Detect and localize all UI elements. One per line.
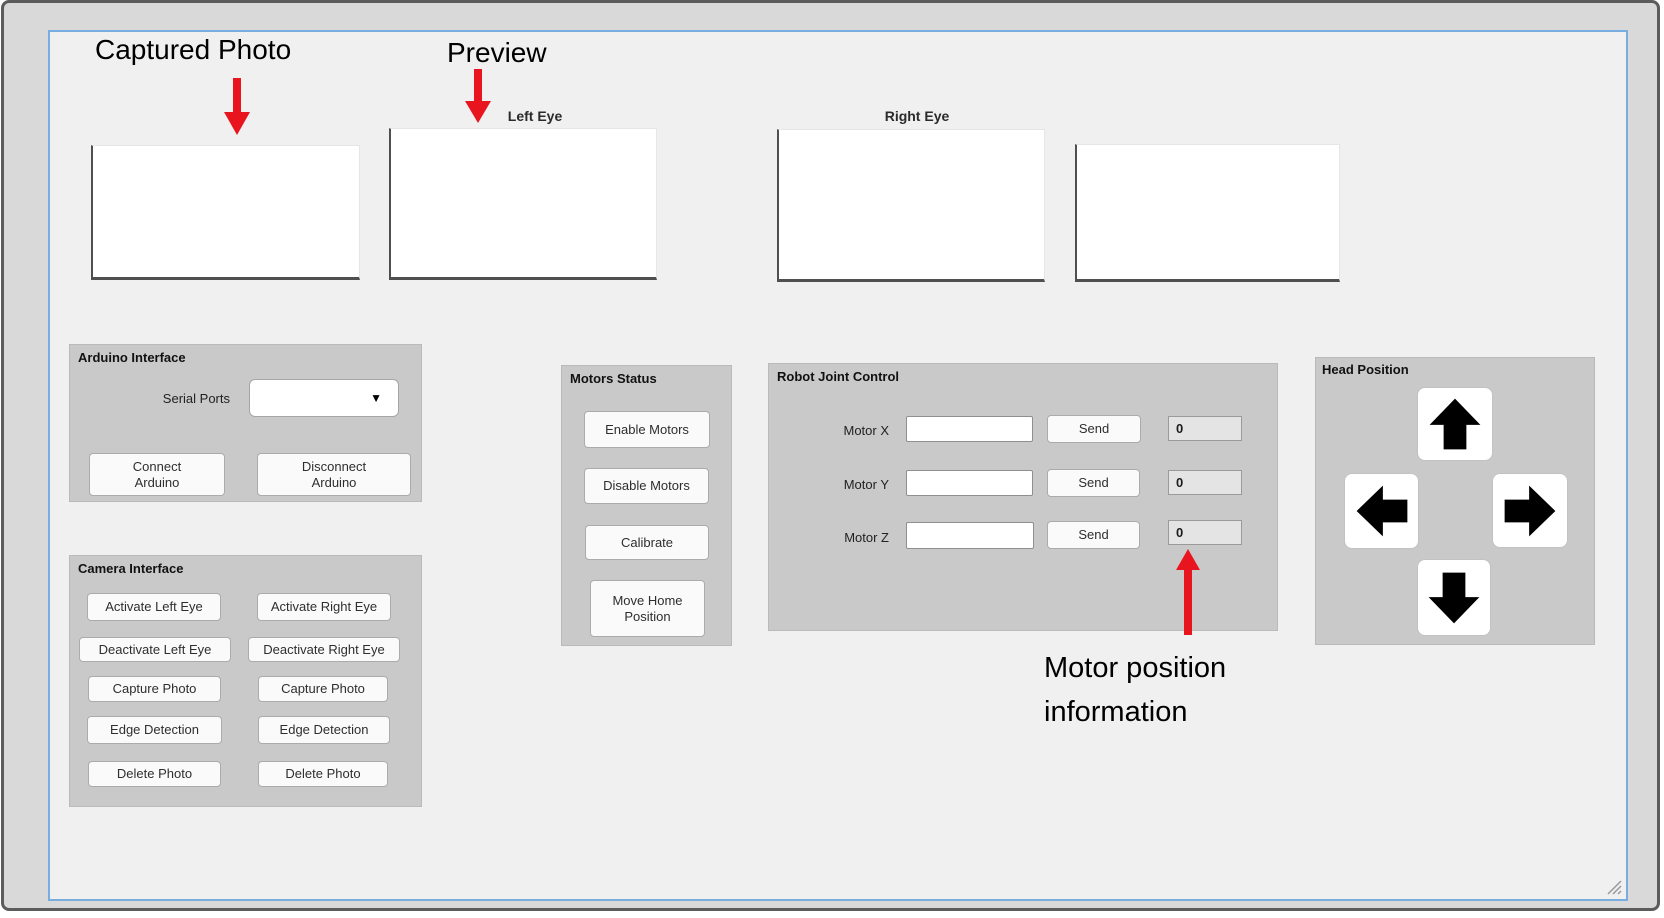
enable-motors-button[interactable]: Enable Motors — [584, 411, 710, 448]
connect-arduino-button[interactable]: Connect Arduino — [89, 453, 225, 496]
activate-right-eye-button[interactable]: Activate Right Eye — [257, 593, 391, 621]
serial-ports-label: Serial Ports — [162, 391, 230, 406]
app-window: Captured Photo Preview Left Eye Right Ey… — [48, 30, 1628, 901]
deactivate-right-eye-button[interactable]: Deactivate Right Eye — [248, 637, 400, 662]
activate-left-eye-button[interactable]: Activate Left Eye — [87, 593, 221, 621]
motor-y-send-button[interactable]: Send — [1047, 469, 1140, 497]
red-arrow-down-icon — [465, 69, 491, 123]
deactivate-left-eye-button[interactable]: Deactivate Left Eye — [79, 637, 231, 662]
dropdown-arrow-icon: ▼ — [370, 391, 382, 405]
motor-z-label: Motor Z — [844, 530, 889, 545]
delete-photo-right-button[interactable]: Delete Photo — [258, 761, 388, 787]
capture-photo-left-button[interactable]: Capture Photo — [88, 676, 221, 702]
down-arrow-icon — [1428, 572, 1480, 623]
head-position-title: Head Position — [1322, 362, 1409, 377]
motors-status-panel: Motors Status Enable Motors Disable Moto… — [561, 365, 732, 646]
camera-interface-title: Camera Interface — [78, 561, 184, 576]
right-arrow-icon — [1504, 485, 1556, 536]
disconnect-arduino-button[interactable]: Disconnect Arduino — [257, 453, 411, 496]
motor-x-input[interactable] — [906, 416, 1033, 442]
red-arrow-up-icon — [1176, 549, 1200, 635]
head-position-panel: Head Position — [1315, 357, 1595, 645]
calibrate-button[interactable]: Calibrate — [585, 525, 709, 560]
head-right-button[interactable] — [1492, 473, 1568, 548]
right-eye-label: Right Eye — [884, 108, 950, 124]
left-eye-label: Left Eye — [507, 108, 563, 124]
disable-motors-button[interactable]: Disable Motors — [584, 468, 709, 504]
serial-ports-dropdown[interactable]: ▼ — [249, 379, 399, 417]
red-arrow-down-icon — [224, 78, 250, 135]
arduino-interface-panel: Arduino Interface Serial Ports ▼ Connect… — [69, 344, 422, 502]
motor-x-label: Motor X — [843, 423, 889, 438]
robot-joint-control-title: Robot Joint Control — [777, 369, 900, 384]
motors-status-title: Motors Status — [570, 371, 657, 386]
motor-z-position-readout: 0 — [1168, 520, 1242, 545]
annotation-captured-photo: Captured Photo — [95, 34, 292, 65]
right-eye-preview-axes — [777, 129, 1045, 282]
motor-z-input[interactable] — [906, 522, 1034, 549]
motor-x-send-button[interactable]: Send — [1047, 415, 1141, 443]
capture-photo-right-button[interactable]: Capture Photo — [258, 676, 388, 702]
edge-detection-left-button[interactable]: Edge Detection — [87, 716, 222, 744]
edge-detection-right-button[interactable]: Edge Detection — [258, 716, 390, 744]
annotation-motor-position-info: Motor position information — [1044, 652, 1227, 728]
motor-y-input[interactable] — [906, 470, 1033, 496]
delete-photo-left-button[interactable]: Delete Photo — [88, 761, 221, 787]
window-resize-grip[interactable] — [1604, 877, 1622, 895]
motor-y-label: Motor Y — [843, 477, 889, 492]
motor-x-position-readout: 0 — [1168, 416, 1242, 441]
move-home-position-button[interactable]: Move Home Position — [590, 580, 705, 637]
captured-photo-axes — [91, 145, 360, 280]
annotation-preview: Preview — [447, 37, 547, 68]
robot-joint-control-panel: Robot Joint Control Motor X Send 0 Motor… — [768, 363, 1278, 631]
camera-interface-panel: Camera Interface Activate Left Eye Activ… — [69, 555, 422, 807]
motor-z-send-button[interactable]: Send — [1047, 521, 1140, 549]
left-eye-preview-axes — [389, 128, 657, 280]
head-left-button[interactable] — [1344, 473, 1419, 549]
left-arrow-icon — [1356, 485, 1407, 537]
up-arrow-icon — [1429, 398, 1481, 450]
head-up-button[interactable] — [1417, 387, 1493, 461]
right-captured-photo-axes — [1075, 144, 1340, 282]
motor-y-position-readout: 0 — [1168, 470, 1242, 495]
arduino-interface-title: Arduino Interface — [78, 350, 186, 365]
head-down-button[interactable] — [1417, 559, 1491, 636]
